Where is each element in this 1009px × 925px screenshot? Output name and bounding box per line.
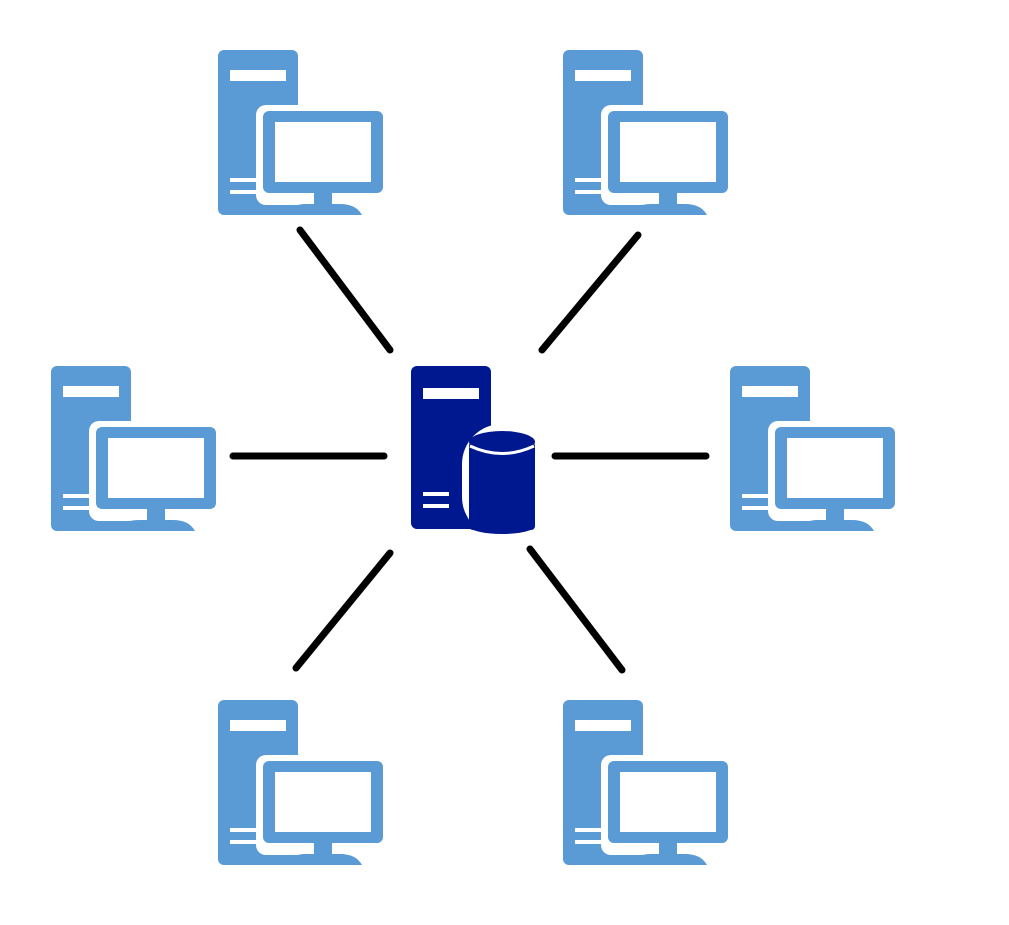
database-server-icon xyxy=(409,364,544,539)
link-client-top-right xyxy=(538,231,642,354)
client-bottom-left-workstation-icon xyxy=(218,700,389,865)
link-client-top-left xyxy=(296,226,394,354)
links-layer xyxy=(229,226,710,674)
link-client-bottom-left xyxy=(292,549,394,672)
client-top-right-workstation-icon xyxy=(563,50,734,215)
client-top-left-workstation-icon xyxy=(218,50,389,215)
client-middle-right-workstation-icon xyxy=(730,366,901,531)
client-middle-left-workstation-icon xyxy=(51,366,222,531)
link-client-bottom-right xyxy=(526,545,626,674)
client-bottom-right-workstation-icon xyxy=(563,700,734,865)
nodes-layer xyxy=(51,50,901,865)
